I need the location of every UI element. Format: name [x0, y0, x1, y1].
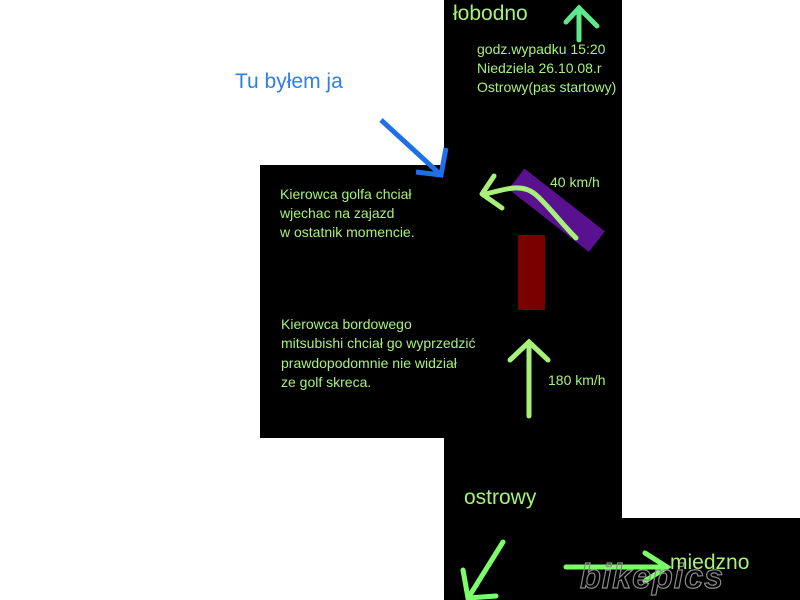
place-label-miedzno: miedzno — [670, 551, 750, 574]
golf-note-line-2: wjechac na zajazd — [280, 205, 395, 221]
info-time: godz.wypadku 15:20 — [477, 41, 606, 57]
info-location: Ostrowy(pas startowy) — [477, 79, 617, 95]
arrow-up-icon — [563, 4, 600, 43]
left-panel — [260, 165, 444, 438]
place-label-ostrowy: ostrowy — [464, 486, 537, 509]
mitsubishi-note-line-1: Kierowca bordowego — [281, 316, 412, 332]
golf-note-line-3: w ostatnik momencie. — [280, 224, 415, 240]
speed-label-golf: 40 km/h — [550, 174, 600, 190]
arrow-up-icon — [507, 338, 551, 419]
watermark-logo: bikepics — [580, 558, 724, 596]
arrow-down-left-icon — [460, 539, 506, 600]
speed-label-mitsubishi: 180 km/h — [548, 372, 606, 388]
mitsubishi-note-line-3: prawdopodomnie nie widział — [281, 355, 457, 371]
curved-left-arrow-icon — [479, 173, 579, 241]
mitsubishi-note-line-4: ze golf skreca. — [281, 374, 372, 390]
observer-label: Tu byłem ja — [235, 70, 343, 93]
mitsubishi-car — [518, 235, 545, 310]
info-date: Niedziela 26.10.08.r — [477, 60, 602, 76]
mitsubishi-note-line-2: mitsubishi chciał go wyprzedzić — [281, 335, 476, 351]
arrow-down-right-icon — [379, 118, 449, 178]
place-label-lobodno: łobodno — [453, 2, 528, 25]
golf-note-line-1: Kierowca golfa chciał — [280, 186, 412, 202]
arrow-right-icon — [563, 550, 672, 584]
